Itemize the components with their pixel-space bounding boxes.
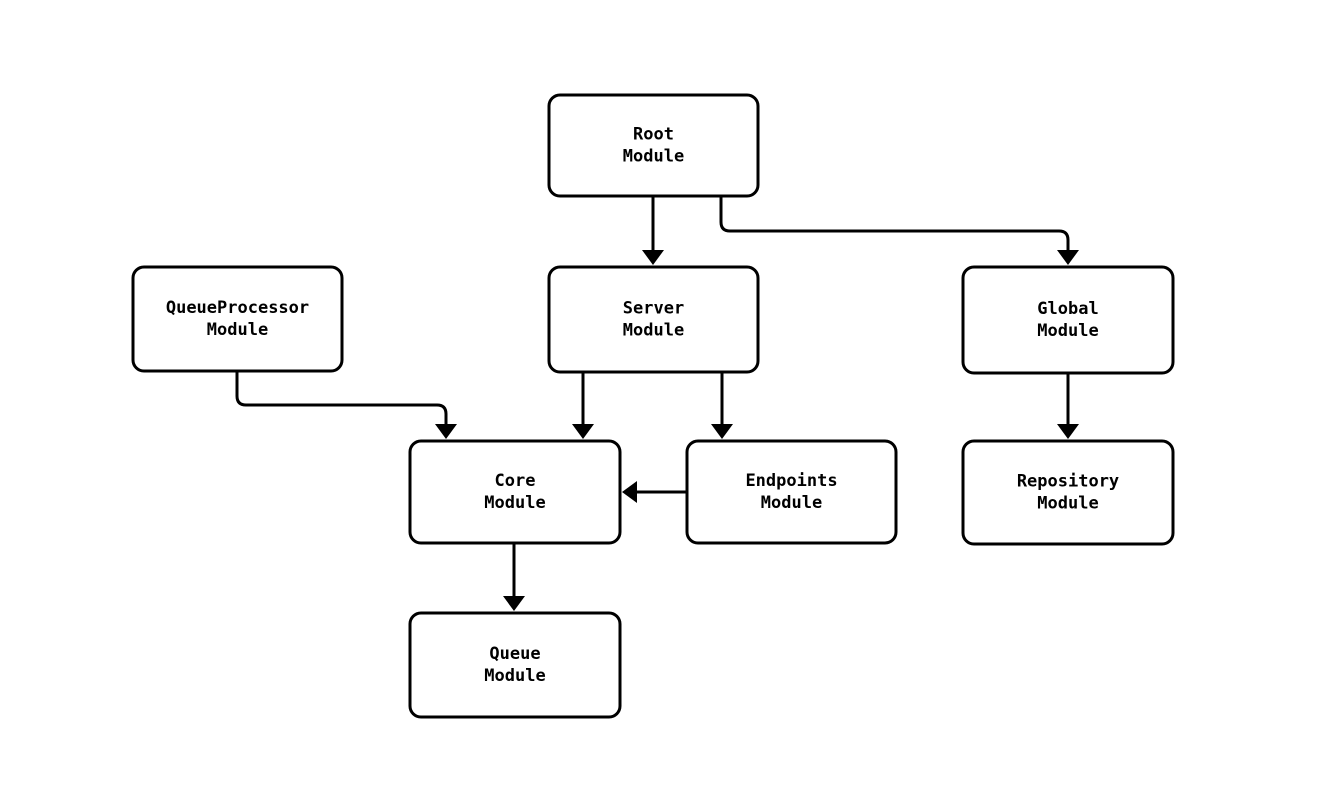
queue-module-node-label-line1: Queue [489, 644, 540, 664]
root-module-node-box [547, 93, 760, 198]
server-module-node-label-line2: Module [623, 321, 684, 341]
queueprocessor-module-node-label-line2: Module [207, 320, 268, 340]
edge-server-to-endpoints-arrowhead-icon [711, 424, 733, 439]
edge-global-to-repository-arrowhead-icon [1057, 424, 1079, 439]
edge-endpoints-to-core-arrowhead-icon [622, 481, 637, 503]
server-module-node-box [547, 265, 760, 374]
repository-module-node-box [961, 439, 1175, 546]
edges-layer [235, 196, 1079, 611]
queue-module-node-box [408, 611, 622, 719]
edge-global-to-repository [1057, 373, 1079, 439]
global-module-node-label-line2: Module [1037, 321, 1098, 341]
edge-root-to-global [719, 196, 1079, 265]
core-module-node-label-line1: Core [495, 471, 536, 491]
global-module-node-label-line1: Global [1037, 299, 1098, 319]
global-module-node-box [961, 265, 1175, 375]
endpoints-module-node-box [685, 439, 898, 545]
nodes-layer: RootModuleQueueProcessorModuleServerModu… [131, 93, 1175, 719]
edge-endpoints-to-core [622, 481, 687, 503]
queue-module-node-label-line2: Module [484, 666, 545, 686]
repository-module-node-label-line1: Repository [1017, 472, 1119, 492]
edge-queueprocessor-to-core [235, 371, 457, 439]
repository-module-node-label-line2: Module [1037, 494, 1098, 514]
core-module-node-label-line2: Module [484, 493, 545, 513]
edge-server-to-core-arrowhead-icon [572, 424, 594, 439]
endpoints-module-node-label-line1: Endpoints [745, 471, 837, 491]
root-module-node-label-line1: Root [633, 125, 674, 145]
edge-server-to-endpoints [711, 372, 733, 439]
core-module-node-box [408, 439, 622, 545]
edge-root-to-global-line [719, 196, 1070, 252]
root-module-node-label-line2: Module [623, 147, 684, 167]
edge-queueprocessor-to-core-arrowhead-icon [435, 424, 457, 439]
edge-server-to-core [572, 372, 594, 439]
edge-core-to-queue-arrowhead-icon [503, 596, 525, 611]
edge-root-to-server-arrowhead-icon [642, 250, 664, 265]
queueprocessor-module-node-label-line1: QueueProcessor [166, 298, 309, 318]
edge-core-to-queue [503, 543, 525, 611]
edge-root-to-server [642, 196, 664, 265]
edge-queueprocessor-to-core-line [235, 371, 448, 426]
edge-root-to-global-arrowhead-icon [1057, 250, 1079, 265]
queueprocessor-module-node-box [131, 265, 344, 373]
endpoints-module-node-label-line2: Module [761, 493, 822, 513]
server-module-node-label-line1: Server [623, 299, 684, 319]
